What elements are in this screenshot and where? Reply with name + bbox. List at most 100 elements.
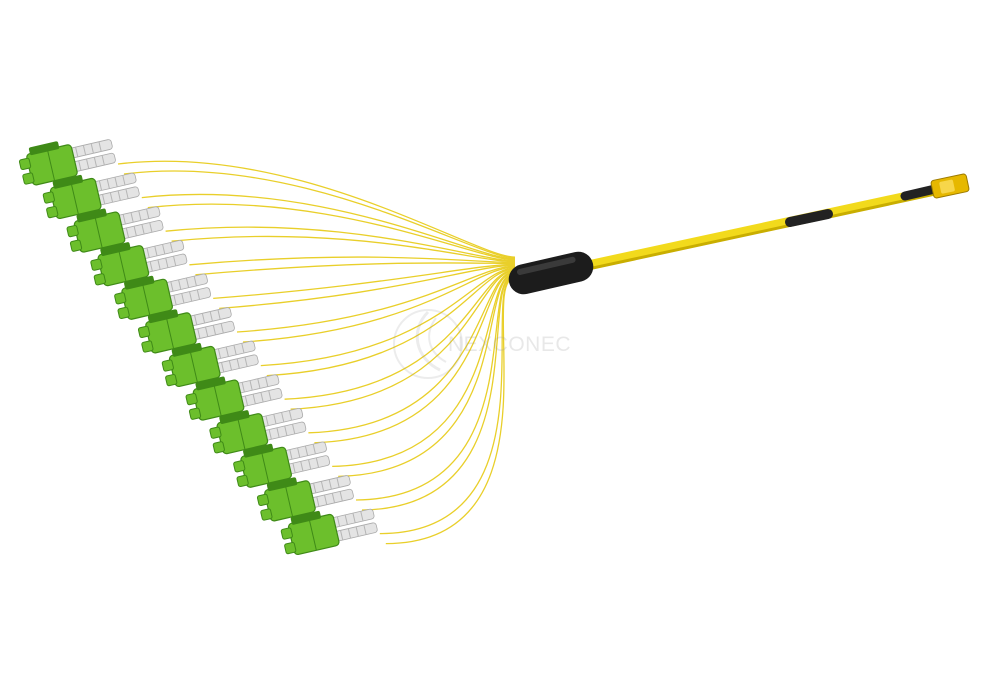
- lc-boot-ridge: [265, 415, 269, 426]
- lc-connector-tip: [66, 225, 79, 238]
- lc-duplex-connector: [18, 139, 116, 186]
- lc-boot-ridge: [288, 410, 293, 421]
- lc-boot-ridge: [284, 425, 288, 436]
- lc-connector-tip: [69, 239, 83, 252]
- lc-boot-ridge: [169, 242, 174, 253]
- lc-connector-tip: [46, 206, 59, 219]
- fiber-strand: [284, 269, 516, 400]
- lc-boot-ridge: [117, 190, 121, 201]
- lc-boot-ridge: [201, 313, 206, 324]
- lc-boot-ridge: [122, 175, 126, 186]
- lc-boot-ridge: [260, 392, 264, 403]
- lc-connector-seam: [284, 485, 294, 517]
- lc-duplex-connector: [90, 240, 188, 287]
- lc-connector-tip: [42, 191, 55, 204]
- lc-boot-ridge: [102, 194, 106, 205]
- lc-boot-ridge: [292, 463, 296, 474]
- lc-connector-latch: [243, 443, 274, 458]
- lc-boot-ridge: [336, 477, 340, 488]
- lc-connector-seam: [213, 384, 222, 417]
- lc-connector-tip: [185, 393, 198, 406]
- lc-boot-ridge: [221, 362, 225, 373]
- lc-connector-tip: [141, 340, 154, 353]
- lc-connector-seam: [46, 149, 56, 181]
- lc-connector-tip: [137, 325, 151, 339]
- lc-connector-tip: [90, 258, 103, 271]
- lc-duplex-connector: [42, 172, 140, 220]
- lc-connector-latch: [266, 477, 298, 492]
- fiber-strand: [147, 203, 516, 261]
- trunk-cable-jacket: [556, 185, 939, 274]
- lc-boot-ridge: [313, 482, 317, 493]
- lc-boot-ridge: [268, 429, 272, 440]
- lc-boot-ridge: [344, 514, 348, 525]
- lc-boot-ridge: [189, 291, 193, 302]
- lc-boot-ridge: [90, 143, 94, 154]
- lc-connector-seam: [165, 317, 175, 349]
- fiber-strand: [266, 268, 516, 377]
- lc-boot-ridge: [225, 346, 229, 357]
- lc-boot-ridge: [122, 214, 126, 225]
- fiber-strand: [290, 270, 516, 410]
- lc-connector-tip: [209, 426, 222, 439]
- lc-boot-ridge: [149, 261, 153, 272]
- lc-duplex-connector: [209, 408, 307, 455]
- lc-boot-ridge: [241, 382, 245, 393]
- lc-boot-ridge: [93, 157, 98, 168]
- lc-boot-ridge: [339, 491, 343, 502]
- lc-boot-ridge: [331, 493, 336, 504]
- lc-connector-seam: [94, 216, 103, 249]
- lc-boot-ridge: [312, 443, 316, 454]
- lc-boot-ridge: [125, 188, 129, 199]
- lc-boot-ridge: [252, 394, 256, 405]
- lc-boot-ridge: [340, 530, 344, 541]
- lc-connector-seam: [70, 182, 79, 215]
- fiber-strand: [355, 274, 516, 501]
- watermark-logo-icon: [393, 309, 463, 379]
- lc-connector-latch: [52, 174, 83, 189]
- lc-boot-ridge: [196, 289, 201, 300]
- fiber-strands: [117, 160, 516, 545]
- mpo-connector: [930, 173, 970, 199]
- lc-duplex-connector: [233, 441, 331, 488]
- lc-boot-ridge: [241, 343, 245, 354]
- lc-connector-latch: [195, 376, 226, 391]
- lc-boot-ridge: [244, 395, 249, 406]
- lc-boot-ridge: [86, 158, 90, 169]
- lc-connector-tip: [22, 172, 35, 185]
- lc-boot-ridge: [217, 309, 221, 320]
- lc-boot-ridge: [114, 176, 118, 187]
- lc-connector-tip: [212, 441, 225, 454]
- lc-boot-ridge: [228, 360, 233, 371]
- lc-boot-ridge: [328, 479, 332, 490]
- lc-boot-ridge: [141, 224, 145, 235]
- lc-boot-ridge: [170, 281, 174, 292]
- fiber-strand: [117, 160, 516, 258]
- mpo-boot: [900, 184, 940, 201]
- fiber-strand: [189, 256, 516, 266]
- lc-connector-tip: [18, 157, 32, 171]
- fiber-strand: [165, 226, 516, 262]
- lc-connector-tip: [93, 273, 106, 286]
- fiber-strand: [171, 235, 516, 263]
- lc-boot-ridge: [109, 192, 114, 203]
- lc-boot-ridge: [154, 245, 158, 256]
- lc-boot-ridge: [173, 256, 177, 267]
- lc-boot-ridge: [75, 146, 79, 157]
- lc-connector-tip: [280, 527, 293, 540]
- lc-connector-tip: [165, 374, 178, 387]
- lc-connector-latch: [28, 141, 60, 156]
- lc-boot-ridge: [82, 145, 87, 156]
- lc-connector-seam: [118, 250, 127, 282]
- lc-boot-ridge: [236, 358, 240, 369]
- lc-connector-tip: [260, 508, 273, 521]
- lc-duplex-connector: [114, 273, 212, 320]
- lc-boot-ridge: [133, 226, 137, 237]
- lc-boot-ridge: [244, 356, 248, 367]
- lc-boot-ridge: [217, 348, 222, 359]
- lc-boot-ridge: [193, 275, 197, 286]
- fiber-strand: [236, 265, 516, 333]
- lc-boot-ridge: [78, 160, 82, 171]
- lc-boot-ridge: [165, 257, 169, 268]
- lc-boot-ridge: [209, 311, 213, 322]
